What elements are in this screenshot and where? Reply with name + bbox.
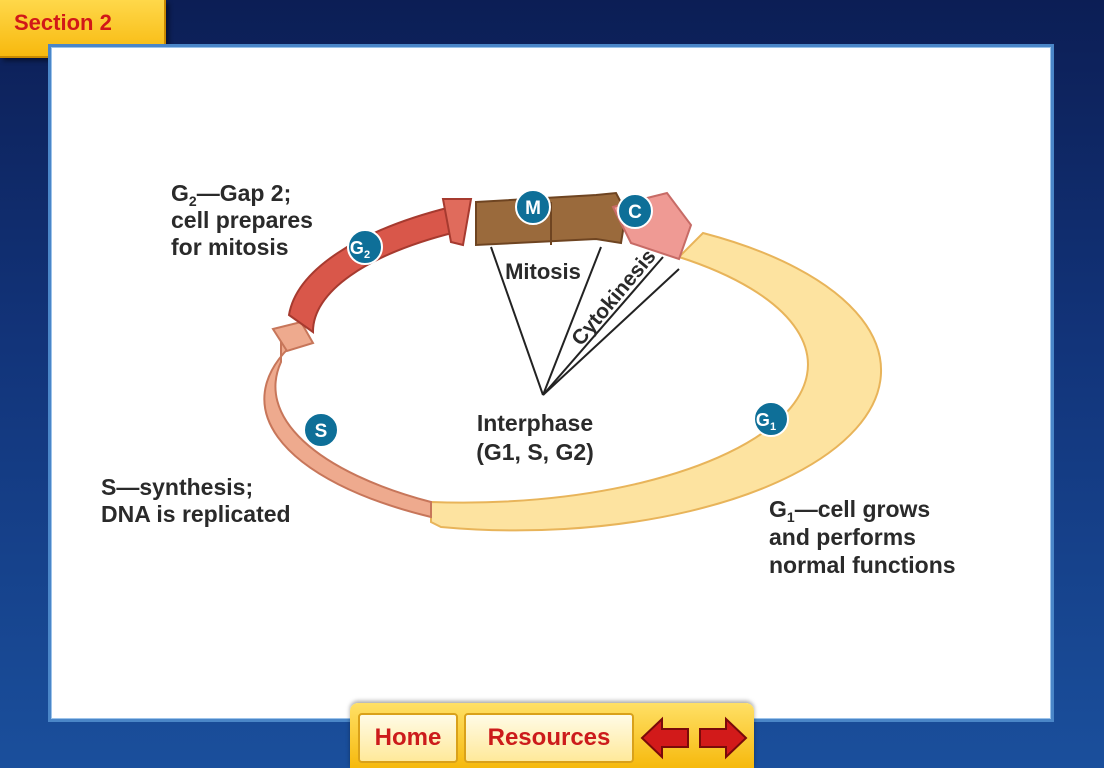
s-phase-band: [263, 336, 432, 519]
marker-c-label: C: [628, 202, 642, 223]
g2-desc-line2: cell prepares: [171, 207, 313, 233]
g1-desc-line3: normal functions: [769, 552, 956, 578]
back-arrow-icon[interactable]: [640, 715, 692, 761]
marker-m-label: M: [525, 198, 541, 219]
g1-phase-band: [430, 231, 883, 532]
marker-g2: G2: [347, 229, 383, 265]
g1-desc-line2: and performs: [769, 524, 916, 550]
forward-arrow-icon[interactable]: [696, 715, 748, 761]
marker-g1: G1: [753, 401, 789, 437]
g2-phase-band: [287, 205, 458, 334]
marker-c: C: [617, 193, 653, 229]
s-desc-line1: S—synthesis;: [101, 474, 253, 500]
g2-desc-line1: G2—Gap 2;: [171, 180, 291, 209]
marker-g1-label: G1: [756, 410, 776, 433]
marker-g2-label: G2: [350, 238, 370, 261]
content-panel: M C G2 S G1 Mitosis Cytokinesis Interpha…: [48, 44, 1054, 722]
marker-g1-circle: [753, 401, 789, 437]
g1-desc-line1: G1—cell grows: [769, 496, 930, 525]
mitosis-label: Mitosis: [505, 259, 581, 284]
s-desc-line2: DNA is replicated: [101, 501, 291, 527]
navigation-bar: Home Resources: [350, 703, 754, 768]
s-description: S—synthesis; DNA is replicated: [101, 474, 291, 527]
marker-m: M: [515, 189, 551, 225]
g1-description: G1—cell grows and performs normal functi…: [769, 496, 956, 578]
s-phase-arrowhead: [271, 320, 315, 353]
marker-s-label: S: [315, 421, 328, 442]
marker-c-circle: [617, 193, 653, 229]
interphase-detail: (G1, S, G2): [476, 439, 594, 465]
cell-cycle-diagram: M C G2 S G1 Mitosis Cytokinesis Interpha…: [101, 180, 956, 578]
g2-description: G2—Gap 2; cell prepares for mitosis: [171, 180, 313, 260]
marker-g2-circle: [347, 229, 383, 265]
marker-m-circle: [515, 189, 551, 225]
marker-s-circle: [303, 412, 339, 448]
g2-desc-line3: for mitosis: [171, 234, 289, 260]
home-button[interactable]: Home: [358, 713, 458, 763]
section-label: Section 2: [14, 10, 112, 35]
interphase-title: Interphase: [477, 410, 593, 436]
resources-button[interactable]: Resources: [464, 713, 634, 763]
marker-s: S: [303, 412, 339, 448]
pointer-lines: [490, 246, 680, 396]
g2-phase-arrowhead: [441, 198, 473, 247]
